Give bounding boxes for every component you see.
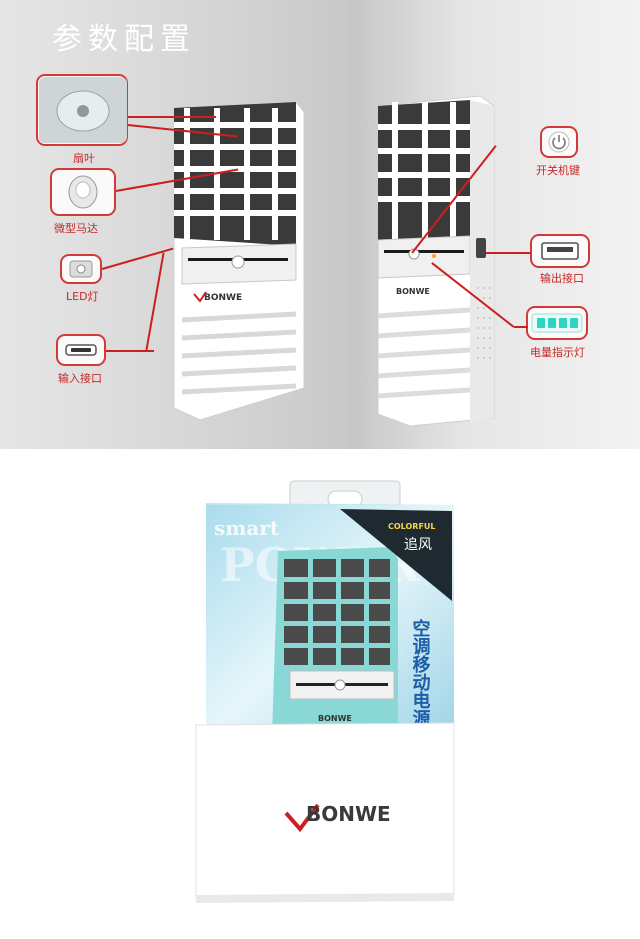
- power-key-label: 开关机键: [536, 164, 580, 177]
- leader-line: [106, 350, 154, 352]
- callout-motor: [50, 168, 116, 216]
- package-photo-section: smart POWER BONWE COLORFUL 追风 空调移动电源 BON…: [0, 449, 640, 939]
- usb-port-icon: [541, 242, 579, 260]
- svg-text:BONWE: BONWE: [204, 293, 242, 303]
- leader-line: [128, 116, 216, 118]
- svg-text:COLORFUL: COLORFUL: [388, 522, 436, 531]
- svg-text:BONWE: BONWE: [318, 714, 352, 723]
- fan-blade-photo-icon: [39, 77, 127, 143]
- callout-input-port: [56, 334, 106, 366]
- fan-blade-label: 扇叶: [73, 152, 95, 165]
- svg-text:追风: 追风: [404, 537, 432, 553]
- svg-text:BONWE: BONWE: [396, 287, 430, 296]
- svg-text:空调移动电源: 空调移动电源: [410, 618, 431, 728]
- product-side-view: BONWE: [377, 95, 495, 427]
- page-title: 参数配置: [52, 22, 196, 57]
- callout-power-key: [540, 126, 578, 158]
- power-icon: [548, 131, 570, 153]
- svg-text:BONWE: BONWE: [306, 802, 391, 826]
- callout-output-port: [530, 234, 590, 268]
- svg-text:smart: smart: [214, 516, 280, 540]
- product-front-view: BONWE: [173, 101, 305, 421]
- callout-led: [60, 254, 102, 284]
- callout-battery-indicator: [526, 306, 588, 340]
- battery-level-icon: [531, 313, 583, 333]
- micro-usb-port-icon: [65, 344, 97, 356]
- led-label: LED灯: [66, 290, 99, 303]
- output-port-label: 输出接口: [540, 272, 584, 285]
- product-diagram-panel: 参数配置 BONWE: [0, 0, 640, 449]
- package-photo: smart POWER BONWE COLORFUL 追风 空调移动电源 BON…: [195, 480, 455, 903]
- leader-line: [486, 252, 530, 254]
- battery-indicator-label: 电量指示灯: [530, 346, 585, 359]
- callout-fan-blade: [36, 74, 128, 146]
- motor-icon: [68, 175, 98, 209]
- led-icon: [69, 260, 93, 278]
- input-port-label: 输入接口: [58, 372, 102, 385]
- motor-label: 微型马达: [54, 222, 98, 235]
- leader-line: [514, 326, 528, 328]
